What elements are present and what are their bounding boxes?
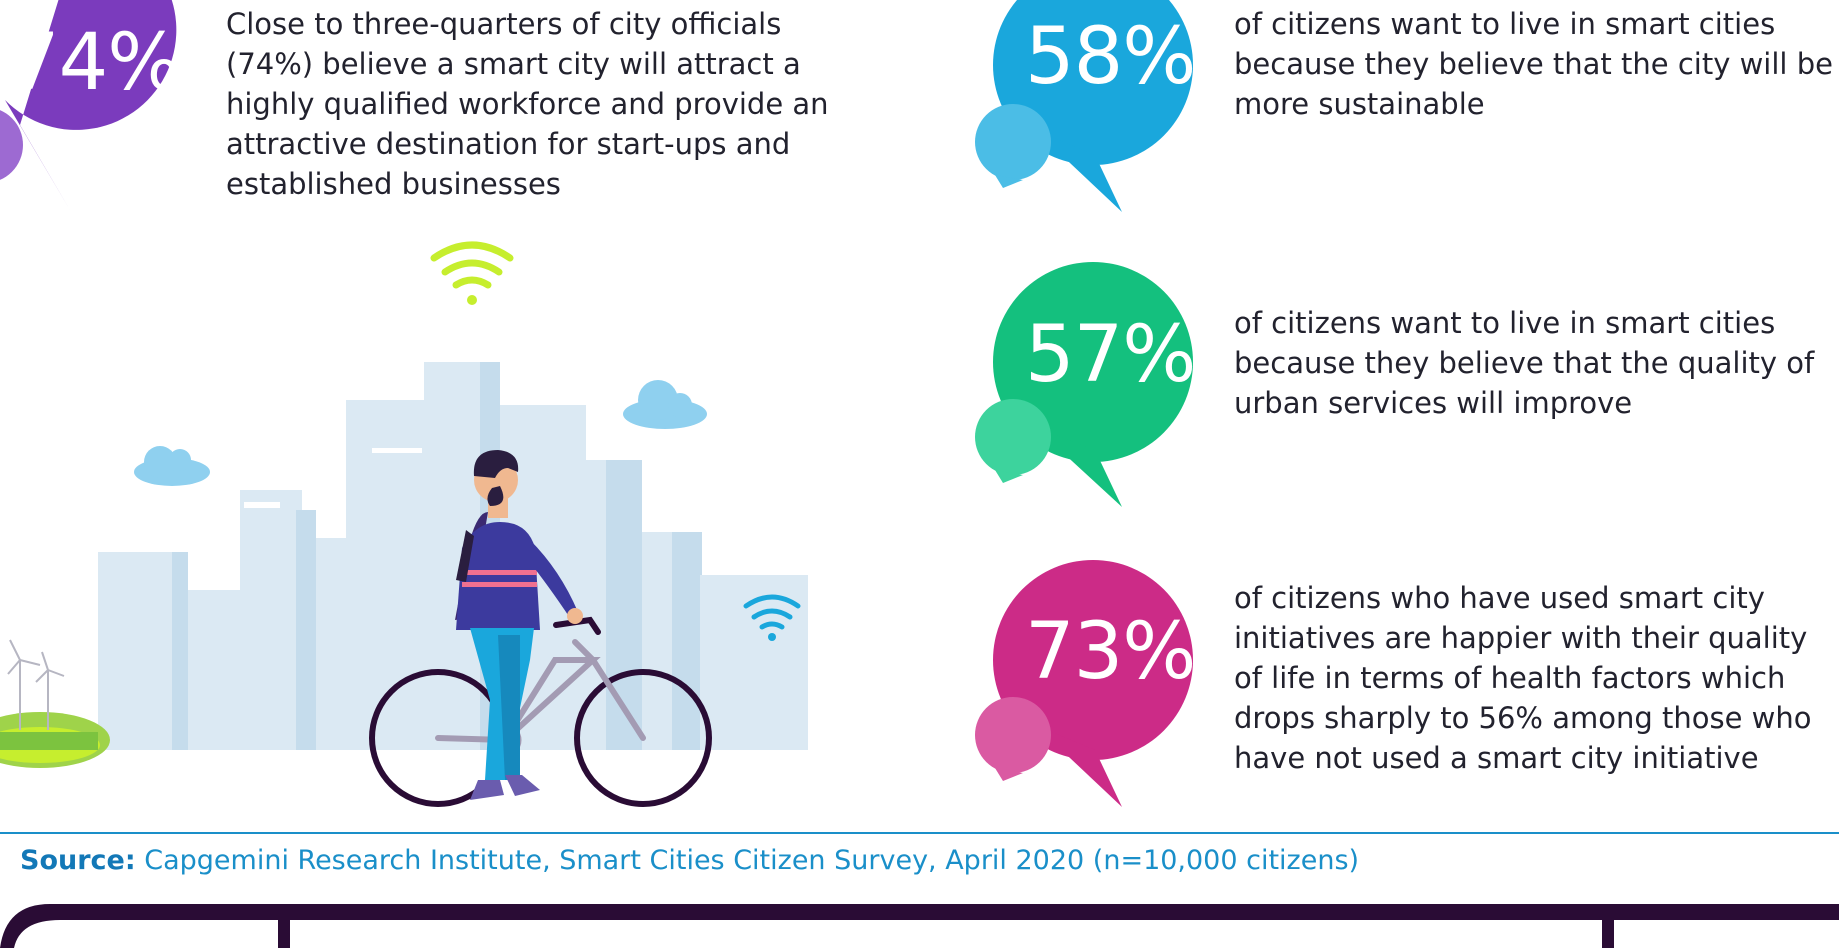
speech-bubble-shape bbox=[975, 560, 1193, 807]
divider-line bbox=[0, 832, 1839, 834]
source-label: Source: bbox=[20, 845, 136, 876]
stat-percent: 57% bbox=[1025, 310, 1196, 400]
source-line: Source: Capgemini Research Institute, Sm… bbox=[20, 845, 1359, 876]
stat-text-officials: Close to three-quarters of city official… bbox=[226, 7, 829, 201]
stat-percent: 73% bbox=[1025, 607, 1196, 697]
stat-percent: 74% bbox=[10, 18, 181, 108]
wifi-icon bbox=[430, 241, 514, 305]
stat-bubble-73: 73% bbox=[975, 545, 1215, 815]
source-text: Capgemini Research Institute, Smart Citi… bbox=[135, 845, 1360, 876]
wifi-icon bbox=[743, 594, 801, 641]
city-skyline bbox=[98, 362, 808, 750]
footer-frame bbox=[0, 904, 1839, 948]
stat-text-sustainable: of citizens want to live in smart cities… bbox=[1234, 7, 1833, 121]
speech-bubble-shape bbox=[975, 0, 1193, 212]
stat-percent: 58% bbox=[1025, 12, 1196, 102]
stat-bubble-74: 74% bbox=[0, 0, 200, 220]
smart-city-illustration bbox=[0, 241, 808, 807]
stat-text-services: of citizens want to live in smart cities… bbox=[1234, 306, 1815, 420]
wind-turbine-icon bbox=[0, 639, 110, 768]
cloud-icon bbox=[623, 380, 707, 429]
stat-text-health: of citizens who have used smart city ini… bbox=[1234, 581, 1812, 775]
bicycle-icon bbox=[369, 616, 712, 807]
speech-bubble-shape bbox=[975, 262, 1193, 507]
cloud-icon bbox=[134, 446, 210, 486]
stat-bubble-58: 58% bbox=[975, 0, 1215, 220]
speech-bubble-shape bbox=[5, 0, 177, 210]
stat-bubble-57: 57% bbox=[975, 245, 1215, 515]
person-icon bbox=[455, 450, 583, 800]
